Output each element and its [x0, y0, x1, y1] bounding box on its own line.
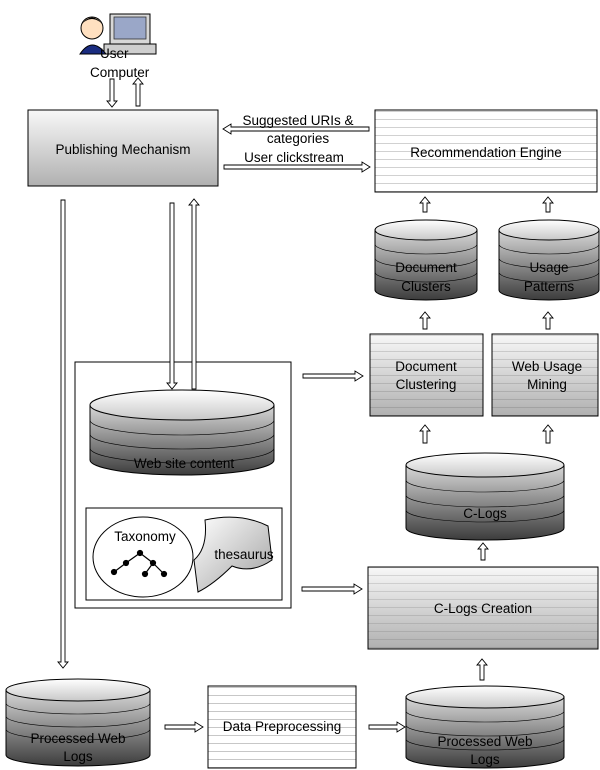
document-clusters-label-2: Clusters: [401, 279, 451, 294]
clogs-label: C-Logs: [463, 506, 507, 521]
clogs-creation-label: C-Logs Creation: [434, 601, 532, 616]
up-arrows-row1: [419, 196, 554, 213]
processed-logs-left-label-2: Logs: [63, 749, 93, 764]
user-publishing-arrows: [106, 77, 144, 108]
user-label: User: [100, 46, 129, 61]
document-clusters-db: [374, 219, 478, 301]
taxonomy-tree-icon: [110, 549, 168, 578]
taxonomy-label: Taxonomy: [114, 529, 176, 544]
processed-web-logs-left-db: [5, 678, 151, 767]
clogs-creation-box: [367, 566, 599, 650]
suggested-uris-label: Suggested URIs &: [242, 113, 353, 128]
processed-logs-right-label-2: Logs: [470, 752, 500, 767]
document-clustering-label-2: Clustering: [396, 377, 457, 392]
usage-patterns-label-2: Patterns: [524, 279, 575, 294]
publishing-content-arrows: [57, 198, 200, 669]
taxonomy-ellipse: [92, 516, 194, 598]
recommendation-engine-box: [374, 109, 598, 193]
computer-label: Computer: [90, 65, 150, 80]
preprocessing-out-arrow: [368, 721, 406, 733]
up-arrows-row3: [419, 424, 554, 444]
web-site-content-db: [89, 389, 275, 476]
suggested-uris-arrow: [222, 123, 370, 135]
clickstream-arrow: [223, 161, 371, 173]
publishing-mechanism-box: [27, 109, 219, 187]
usage-patterns-db: [498, 219, 600, 301]
clogs-db: [405, 452, 565, 541]
preprocessing-in-arrow: [164, 721, 204, 733]
categories-label: categories: [267, 131, 330, 146]
up-arrows-row2: [419, 311, 554, 330]
processed-logs-right-label-1: Processed Web: [437, 734, 532, 749]
recommendation-engine-label: Recommendation Engine: [410, 145, 562, 160]
web-usage-mining-label-1: Web Usage: [512, 359, 582, 374]
thesaurus-page-icon: [193, 516, 273, 593]
processed-logs-left-label-1: Processed Web: [30, 731, 125, 746]
user-clickstream-label: User clickstream: [244, 150, 344, 165]
web-site-content-label: Web site content: [134, 456, 235, 471]
document-clustering-label-1: Document: [395, 359, 457, 374]
document-clusters-label-1: Document: [395, 260, 457, 275]
container-right-arrows: [301, 370, 364, 595]
web-usage-mining-box: [491, 333, 599, 417]
data-preprocessing-label: Data Preprocessing: [223, 719, 342, 734]
web-usage-mining-label-2: Mining: [527, 377, 567, 392]
publishing-mechanism-label: Publishing Mechanism: [55, 142, 190, 157]
document-clustering-box: [369, 333, 484, 417]
user-computer-icon: [79, 13, 157, 55]
usage-patterns-label-1: Usage: [529, 260, 568, 275]
up-arrow-clogs-creation: [476, 658, 488, 681]
up-arrow-clogs: [477, 542, 489, 561]
data-preprocessing-box: [207, 685, 357, 769]
processed-web-logs-right-db: [405, 685, 565, 769]
thesaurus-label: thesaurus: [214, 547, 274, 562]
